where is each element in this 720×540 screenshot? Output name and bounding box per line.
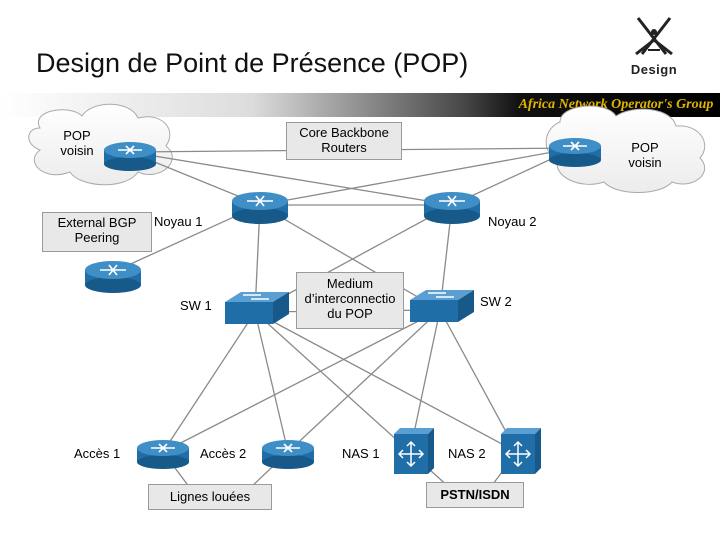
link-sw2-acces1 bbox=[162, 309, 441, 453]
pstn-isdn-box: PSTN/ISDN bbox=[426, 482, 524, 508]
page-title: Design de Point de Présence (POP) bbox=[36, 48, 469, 78]
pop-left-label: POP voisin bbox=[60, 128, 94, 158]
link-popr-noyau1 bbox=[259, 147, 576, 206]
pop-right-label: POP voisin bbox=[628, 140, 662, 170]
external-bgp-box: External BGP Peering bbox=[42, 212, 152, 252]
link-sw2-nas2 bbox=[439, 309, 518, 453]
noyau2-label: Noyau 2 bbox=[488, 214, 537, 229]
link-sw1-acces2 bbox=[254, 311, 289, 453]
compass-square-icon bbox=[635, 17, 673, 56]
acces1-label: Accès 1 bbox=[74, 446, 121, 461]
design-label: Design bbox=[630, 62, 678, 77]
nas1-device bbox=[394, 428, 434, 474]
core-backbone-box: Core Backbone Routers bbox=[286, 122, 402, 160]
link-sw1-acces1 bbox=[162, 311, 256, 453]
router-pop-right bbox=[549, 138, 601, 167]
link-noyau1-sw2 bbox=[259, 204, 441, 311]
banner-text: Africa Network Operator's Group bbox=[518, 97, 714, 112]
nas1-label: NAS 1 bbox=[342, 446, 380, 461]
router-acces1 bbox=[137, 440, 189, 469]
lignes-louees-box: Lignes louées bbox=[148, 484, 272, 510]
link-popl-noyau2 bbox=[129, 151, 453, 206]
switch-sw2 bbox=[410, 290, 474, 322]
link-sw1-nas1 bbox=[254, 311, 411, 453]
router-pop-left bbox=[104, 142, 156, 171]
noyau1-label: Noyau 1 bbox=[154, 214, 203, 229]
router-external-bgp bbox=[85, 261, 141, 293]
switch-sw1 bbox=[225, 292, 289, 324]
link-sw1-nas2 bbox=[254, 311, 518, 453]
router-acces2 bbox=[262, 440, 314, 469]
cloud-right bbox=[545, 105, 706, 193]
sw2-label: SW 2 bbox=[480, 294, 512, 309]
acces2-label: Accès 2 bbox=[200, 446, 247, 461]
nas2-device bbox=[501, 428, 541, 474]
sw1-label: SW 1 bbox=[180, 298, 212, 313]
router-noyau2 bbox=[424, 192, 480, 224]
nas2-label: NAS 2 bbox=[448, 446, 486, 461]
link-sw2-acces2 bbox=[287, 309, 441, 453]
medium-box: Medium d’interconnectio du POP bbox=[296, 272, 404, 329]
router-noyau1 bbox=[232, 192, 288, 224]
